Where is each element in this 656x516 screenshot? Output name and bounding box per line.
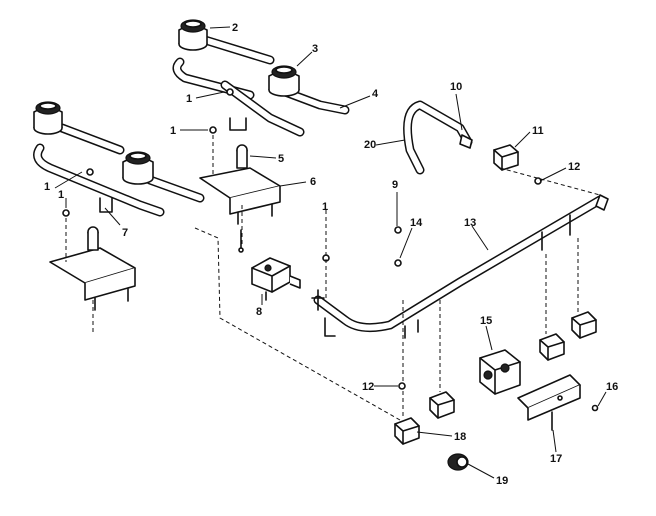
screw-14 xyxy=(394,259,402,267)
callout-3: 3 xyxy=(312,43,318,55)
callout-14: 14 xyxy=(410,217,423,229)
callout-15: 15 xyxy=(480,315,492,327)
callout-11: 11 xyxy=(532,125,544,137)
leader-lines xyxy=(54,26,607,479)
callout-7: 7 xyxy=(122,227,128,239)
screw-12 xyxy=(398,382,406,390)
callout-2: 2 xyxy=(232,22,238,34)
gas-manifold-pipe xyxy=(311,194,609,339)
callout-5: 5 xyxy=(278,153,284,165)
switch-15 xyxy=(479,349,521,395)
callout-16: 16 xyxy=(606,381,618,393)
callout-6: 6 xyxy=(310,176,316,188)
callout-1: 1 xyxy=(58,189,64,201)
callout-1: 1 xyxy=(44,181,50,193)
callout-8: 8 xyxy=(256,306,262,318)
callout-12: 12 xyxy=(568,161,580,173)
callout-4: 4 xyxy=(372,88,379,100)
pressure-regulator xyxy=(251,257,301,301)
callout-1: 1 xyxy=(186,93,192,105)
bracket-17 xyxy=(517,374,581,431)
callout-18: 18 xyxy=(454,431,466,443)
pilot-routing-line xyxy=(194,227,401,421)
burner-bracket-left xyxy=(49,197,136,335)
screws xyxy=(62,126,330,300)
burner-bracket-6 xyxy=(199,117,281,253)
callout-12: 12 xyxy=(362,381,374,393)
callout-17: 17 xyxy=(550,453,562,465)
knob-19 xyxy=(447,453,469,471)
callout-1: 1 xyxy=(170,125,176,137)
pilot-tube xyxy=(403,100,473,175)
callout-19: 19 xyxy=(496,475,508,487)
callout-13: 13 xyxy=(464,217,476,229)
callout-9: 9 xyxy=(392,179,398,191)
rear-burner-assembly xyxy=(172,19,350,137)
front-burner-assembly xyxy=(33,101,205,217)
callout-labels: 1 1 1 1 1 2 3 4 5 6 7 8 9 10 11 12 12 13… xyxy=(44,22,618,487)
screw-16 xyxy=(591,404,599,412)
callout-1: 1 xyxy=(322,201,328,213)
screw-9 xyxy=(394,226,402,234)
callout-10: 10 xyxy=(450,81,462,93)
valve-11 xyxy=(493,144,601,196)
valves-row xyxy=(394,238,597,445)
callout-20: 20 xyxy=(364,139,376,151)
